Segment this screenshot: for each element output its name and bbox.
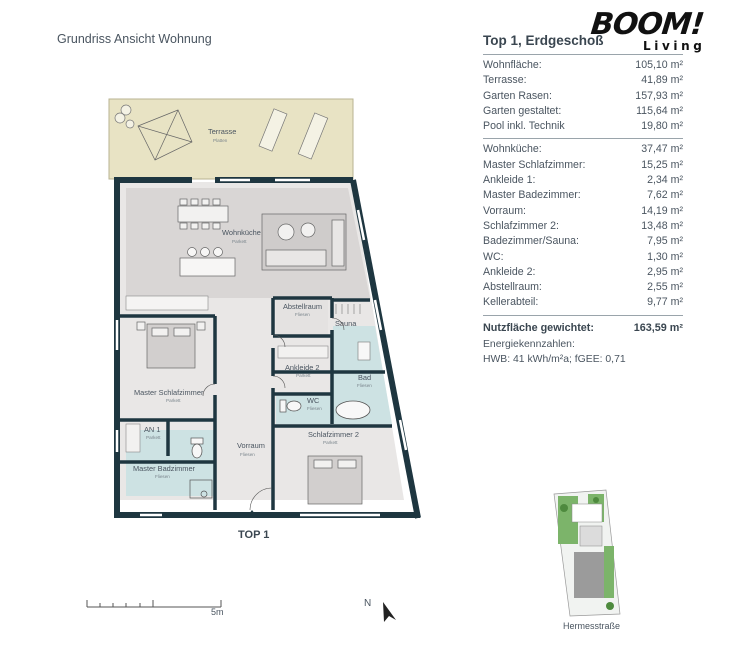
unit-title: Top 1, Erdgeschoß	[483, 33, 604, 48]
room-label-sauna: Sauna	[335, 319, 357, 328]
windows	[115, 178, 408, 517]
divider	[483, 314, 683, 316]
kitchen-counter-icon	[125, 295, 209, 311]
room-label-wc: WC	[307, 396, 320, 405]
room-label-master-schlaf: Master Schlafzimmer	[134, 388, 204, 397]
floor-label-wohnkueche: Parkett	[232, 239, 247, 244]
room-label-bad: Bad	[358, 373, 371, 382]
interior-walls	[120, 296, 392, 510]
room-label-terrasse: Terrasse	[208, 127, 236, 136]
spec-row: Ankleide 2:2,95 m²	[483, 265, 683, 278]
spec-row: Kellerabteil:9,77 m²	[483, 296, 683, 309]
outdoor-list: Wohnfläche:105,10 m² Terrasse:41,89 m² G…	[483, 58, 683, 134]
bed-icon	[136, 321, 206, 369]
site-plan	[553, 489, 621, 617]
spec-row: Badezimmer/Sauna:7,95 m²	[483, 235, 683, 248]
wardrobe-icon	[125, 423, 141, 453]
dining-table-icon	[177, 198, 229, 230]
site-building	[574, 552, 608, 598]
spec-row: Schlafzimmer 2:13,48 m²	[483, 219, 683, 232]
wardrobe-icon	[277, 345, 329, 359]
scale-label: 5m	[211, 607, 224, 617]
room-label-schlaf2: Schlafzimmer 2	[308, 430, 359, 439]
room-label-ankleide2: Ankleide 2	[285, 363, 320, 372]
energy-values: HWB: 41 kWh/m²a; fGEE: 0,71	[483, 353, 626, 365]
entrance-label: TOP 1	[238, 529, 270, 541]
spec-row: Master Schlafzimmer:15,25 m²	[483, 158, 683, 171]
rooms-list: Wohnküche:37,47 m² Master Schlafzimmer:1…	[483, 142, 683, 310]
floor-label-vorraum: Fliesen	[240, 452, 255, 457]
bathtub-icon	[335, 400, 371, 420]
door-swings	[202, 317, 345, 511]
divider	[483, 54, 683, 55]
energy-heading: Energiekennzahlen:	[483, 338, 575, 350]
bed-icon	[307, 455, 363, 505]
room-label-master-bad: Master Badzimmer	[133, 464, 196, 473]
spec-row: Ankleide 1:2,34 m²	[483, 174, 683, 187]
spec-row: WC:1,30 m²	[483, 250, 683, 263]
spec-row: Master Badezimmer:7,62 m²	[483, 189, 683, 202]
kitchen-island-icon	[179, 247, 236, 277]
total-row: Nutzfläche gewichtet:163,59 m²	[483, 321, 683, 334]
spec-row: Vorraum:14,19 m²	[483, 204, 683, 217]
divider	[483, 138, 683, 140]
logo-sub: Living	[643, 39, 706, 53]
floor-label-master-bad: Fliesen	[155, 474, 170, 479]
sunbed-icon	[258, 108, 329, 160]
toilet-icon	[190, 437, 204, 459]
unit-specs: Top 1, Erdgeschoß Wohnfläche:105,10 m² T…	[483, 30, 683, 367]
shower-icon	[189, 479, 213, 499]
north-label: N	[364, 598, 372, 609]
floor-label-bad: Fliesen	[357, 383, 372, 388]
spec-row: Terrasse:41,89 m²	[483, 74, 683, 87]
floor-plan: Terrasse Platten	[108, 98, 421, 519]
floor-label-terrasse: Platten	[213, 138, 228, 143]
page-title: Grundriss Ansicht Wohnung	[57, 32, 212, 46]
toilet-icon	[279, 399, 302, 413]
floor-label-wc: Fliesen	[307, 406, 322, 411]
spec-row: Wohnfläche:105,10 m²	[483, 59, 683, 71]
room-label-an1: AN 1	[144, 425, 160, 434]
storage-floor	[276, 300, 328, 336]
entrance-arrow-icon	[246, 510, 258, 518]
sofa-icon	[261, 213, 347, 271]
sauna-bench-icon	[335, 304, 361, 314]
scale-bar	[86, 600, 222, 608]
floor-label-abstellraum: Fliesen	[295, 312, 310, 317]
floor-label-ankleide2: Parkett	[296, 373, 311, 378]
spec-row: Garten gestaltet:115,64 m²	[483, 104, 683, 117]
floor-label-an1: Parkett	[146, 435, 161, 440]
floor-label-schlaf2: Parkett	[323, 440, 338, 445]
floor-label-master-schlaf: Parkett	[166, 398, 181, 403]
terrace-chairs-icon	[114, 104, 135, 129]
north-arrow-icon	[383, 602, 396, 622]
boom-living-logo: BOOM! Living	[589, 7, 706, 53]
parasol-icon	[137, 109, 193, 161]
room-label-abstellraum: Abstellraum	[283, 302, 322, 311]
street-label: Hermesstraße	[563, 621, 621, 631]
spec-row: Abstellraum:2,55 m²	[483, 281, 683, 294]
room-label-wohnkueche: Wohnküche	[222, 228, 261, 237]
room-label-vorraum: Vorraum	[237, 441, 265, 450]
spec-row: Garten Rasen:157,93 m²	[483, 89, 683, 102]
sink-icon	[357, 341, 371, 361]
spec-row: Wohnküche:37,47 m²	[483, 143, 683, 156]
